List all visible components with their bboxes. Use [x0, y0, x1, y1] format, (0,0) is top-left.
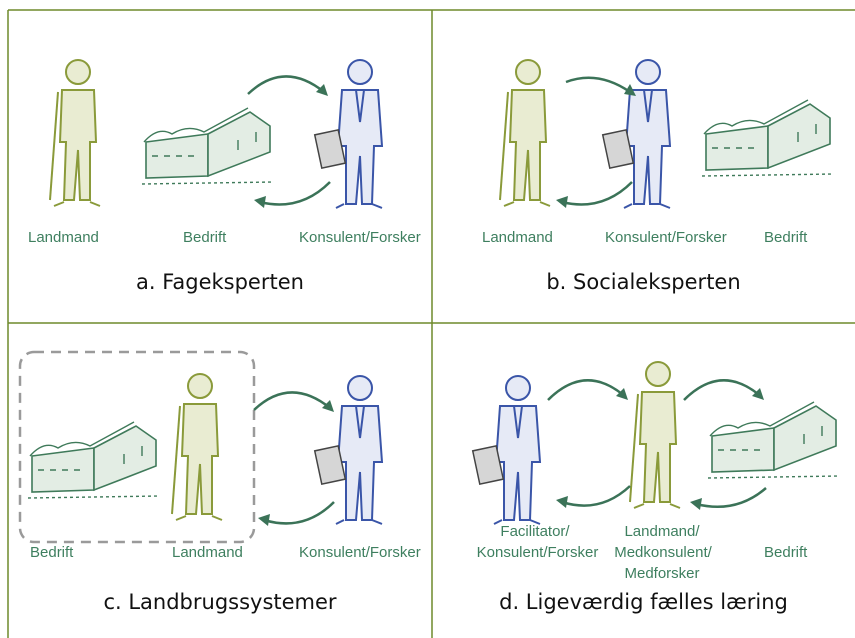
panel-title: b. Socialeksperten — [432, 270, 855, 294]
arrow-to-farm — [680, 370, 770, 410]
consultant-label: Konsulent/Forsker — [299, 228, 421, 247]
farm-building — [698, 96, 838, 182]
consultant-label: Konsulent/Forsker — [605, 228, 727, 247]
farmer-label: Landmand — [172, 543, 243, 562]
farm-building — [24, 418, 164, 504]
consultant-label: Konsulent/Forsker — [299, 543, 421, 562]
arrow-to-farm — [250, 176, 340, 216]
arrow-to-farmer — [544, 370, 634, 410]
arrow-from-farm — [686, 482, 776, 522]
arrow-to-consultant — [244, 66, 334, 106]
panel-title: c. Landbrugssystemer — [8, 590, 432, 614]
farm-label: Bedrift — [30, 543, 73, 562]
panel-title: a. Fageksperten — [8, 270, 432, 294]
facilitator-label-line1: Facilitator/ — [480, 522, 590, 541]
farmer-label-line1: Landmand/ — [612, 522, 712, 541]
arrow-to-facilitator — [552, 478, 638, 518]
panel-title: d. Ligeværdig fælles læring — [432, 590, 855, 614]
farmer-label: Landmand — [482, 228, 553, 247]
farm-building — [704, 398, 844, 484]
arrow-to-system — [254, 496, 344, 536]
farm-label: Bedrift — [764, 543, 807, 562]
arrow-to-farmer — [552, 176, 642, 216]
facilitator-label-line2: Konsulent/Forsker — [475, 543, 600, 562]
farm-label: Bedrift — [183, 228, 226, 247]
farmer-label-line3: Medforsker — [612, 564, 712, 583]
farmer-label: Landmand — [28, 228, 99, 247]
farmer-figure — [160, 364, 240, 524]
farmer-label-line2: Medkonsulent/ — [608, 543, 718, 562]
farm-label: Bedrift — [764, 228, 807, 247]
arrow-to-consultant — [250, 382, 340, 422]
farmer-figure — [38, 50, 118, 210]
arrow-to-consultant — [562, 72, 642, 108]
